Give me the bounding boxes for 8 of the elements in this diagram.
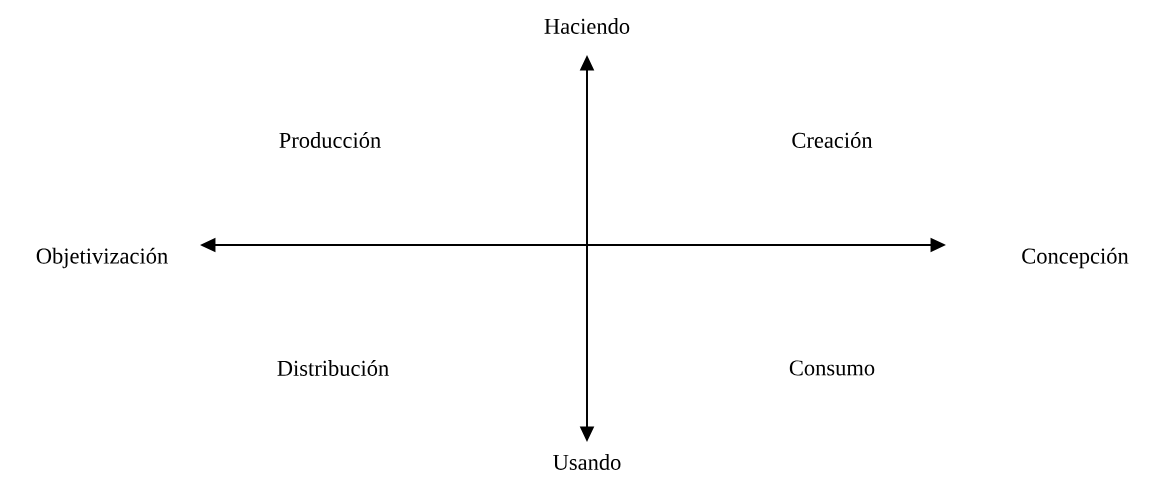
axis-label: Concepción <box>1022 247 1129 269</box>
axis-label: Producción <box>279 132 381 148</box>
axis-label: Usando <box>553 454 621 470</box>
axis-label: Creación <box>792 132 873 148</box>
axis-label: Distribución <box>277 360 389 376</box>
axis-label: Consumo <box>789 360 875 376</box>
axis-label: Objetivización <box>36 247 168 269</box>
axis-label: Haciendo <box>544 18 630 34</box>
